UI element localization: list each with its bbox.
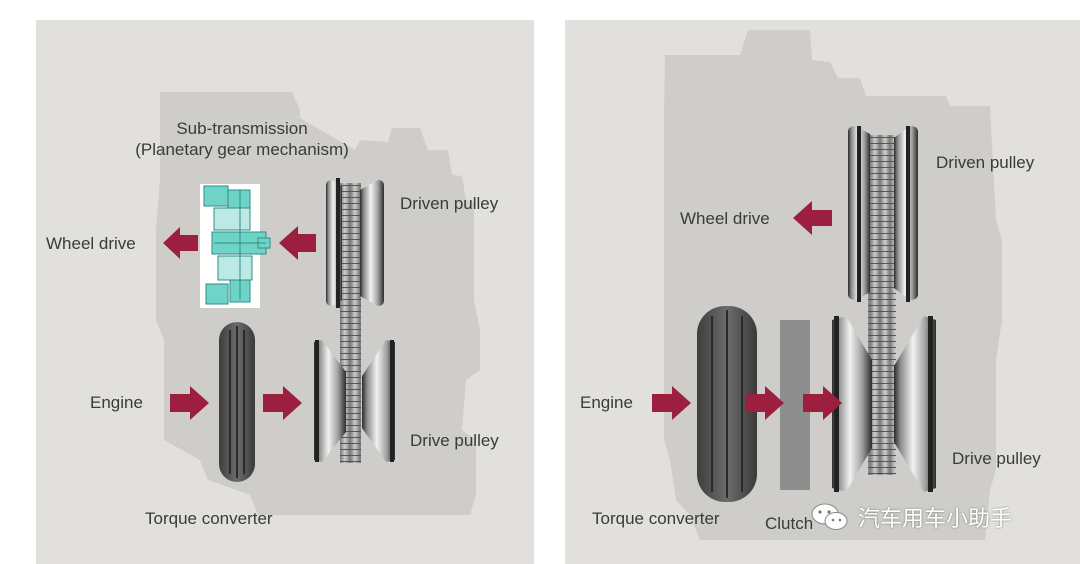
watermark-text: 汽车用车小助手 (858, 506, 1013, 531)
right-arrow-to-drive-pulley (803, 386, 842, 420)
right-clutch-label: Clutch (765, 514, 814, 533)
subtransmission-label: Sub-transmission (Planetary gear mechani… (104, 120, 380, 158)
planetary-gear-mechanism (200, 184, 271, 308)
right-torque-converter (697, 306, 757, 502)
right-belt (868, 135, 896, 475)
left-arrow-engine (170, 386, 209, 420)
left-driven-pulley (326, 178, 384, 308)
left-torque-converter (219, 322, 255, 482)
right-arrow-to-clutch (745, 386, 784, 420)
left-wheel-drive-label: Wheel drive (46, 234, 136, 253)
wechat-icon (811, 503, 848, 530)
left-engine-label: Engine (90, 393, 143, 412)
subtransmission-line2: (Planetary gear mechanism) (135, 140, 349, 159)
right-arrow-wheel-drive (793, 201, 832, 235)
left-drive-pulley (314, 340, 395, 462)
left-driven-pulley-label: Driven pulley (400, 194, 499, 213)
left-arrow-pulley-to-gear (279, 226, 316, 260)
right-torque-converter-label: Torque converter (592, 509, 720, 528)
right-driven-pulley-label: Driven pulley (936, 153, 1035, 172)
left-arrow-to-drive-pulley (263, 386, 302, 420)
right-engine-label: Engine (580, 393, 633, 412)
subtransmission-line1: Sub-transmission (176, 119, 308, 138)
left-torque-converter-label: Torque converter (145, 509, 273, 528)
right-driven-pulley (848, 126, 918, 302)
right-wheel-drive-label: Wheel drive (680, 209, 770, 228)
right-drive-pulley-label: Drive pulley (952, 449, 1041, 468)
watermark: 汽车用车小助手 (810, 502, 1012, 532)
left-drive-pulley-label: Drive pulley (410, 431, 499, 450)
right-arrow-engine (652, 386, 691, 420)
left-arrow-wheel-drive (163, 227, 198, 259)
